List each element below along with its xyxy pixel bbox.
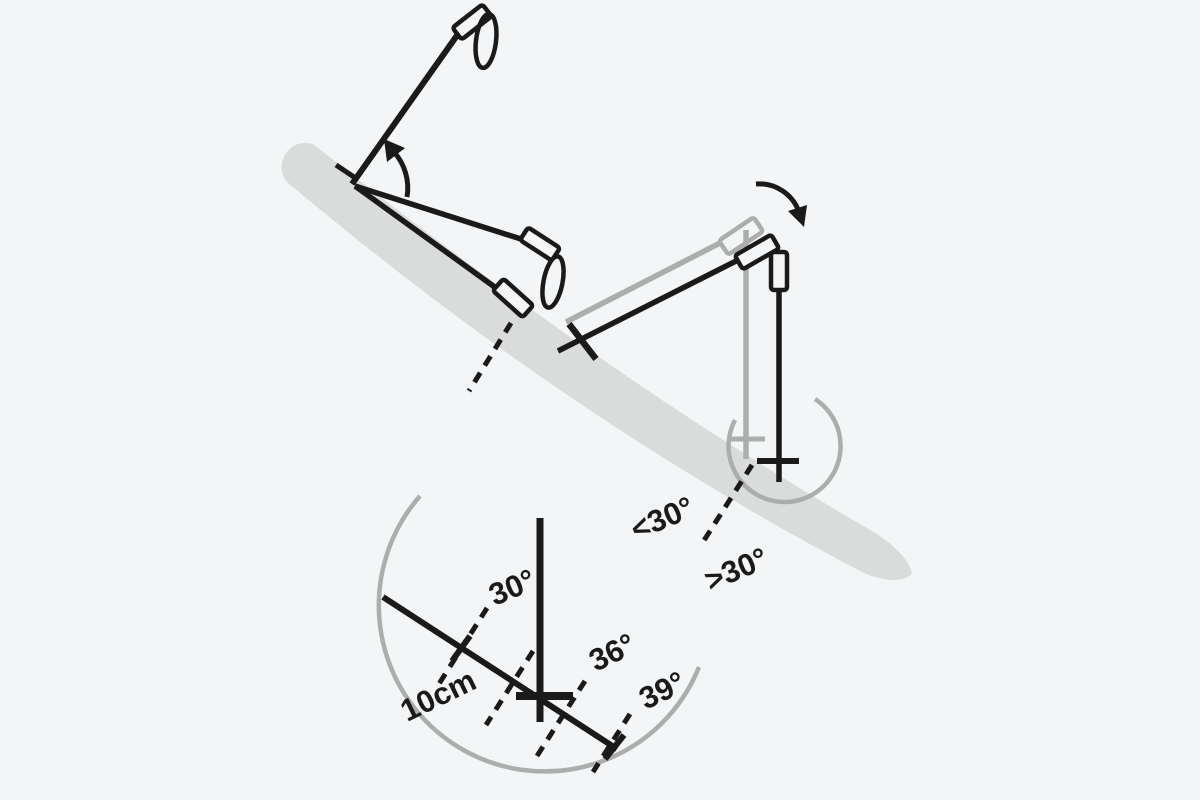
plumb-dashed-line: [466, 321, 514, 393]
label-mark-30: 30°: [484, 562, 541, 613]
label-distance-10cm: 10cm: [395, 662, 482, 728]
basket-detail-circle: [726, 397, 843, 505]
mark-33-dashed-line: [483, 649, 536, 727]
lying-pole-upper-strap: [540, 254, 566, 310]
standing-pole-strap: [473, 11, 499, 71]
standing-pole: [349, 32, 461, 186]
label-angle-greater-than-30: >30°: [699, 541, 772, 599]
tilt-arrow-icon: [788, 205, 807, 227]
figure-plumb-pole: [556, 181, 843, 544]
detail-circle: [376, 494, 702, 774]
mark-30-dashed-line: [434, 606, 490, 689]
lying-pole-lower-grip: [491, 277, 535, 319]
pole-end-tick: [602, 733, 627, 761]
pole-tip-tick: [334, 162, 359, 182]
slope-pole-line: [381, 594, 619, 752]
label-angle-less-than-30: <30°: [625, 490, 698, 548]
slope-pole-grip: [733, 233, 781, 271]
label-mark-39: 39°: [633, 664, 690, 716]
rotation-arrow-arc: [392, 150, 411, 198]
mark-36-dashed-line: [534, 679, 588, 758]
figure-measurement-detail: [376, 494, 702, 774]
angle-divider-dashed-line: [700, 463, 755, 544]
slope-pole: [556, 255, 744, 354]
gray-slope-pole: [564, 239, 724, 325]
tilt-arrow-arc: [755, 181, 802, 213]
label-mark-36: 36°: [583, 626, 640, 678]
rotation-arrow-icon: [384, 139, 405, 162]
hanging-pole-grip: [768, 249, 790, 293]
slope-band: [281, 142, 912, 580]
labels: <30° >30° 30° 36° 39° 10cm: [395, 490, 773, 729]
lying-pole-lower: [353, 183, 498, 291]
lying-pole-upper: [354, 183, 525, 243]
standing-pole-grip: [451, 3, 493, 41]
figure-pole-pivot: [334, 3, 566, 393]
